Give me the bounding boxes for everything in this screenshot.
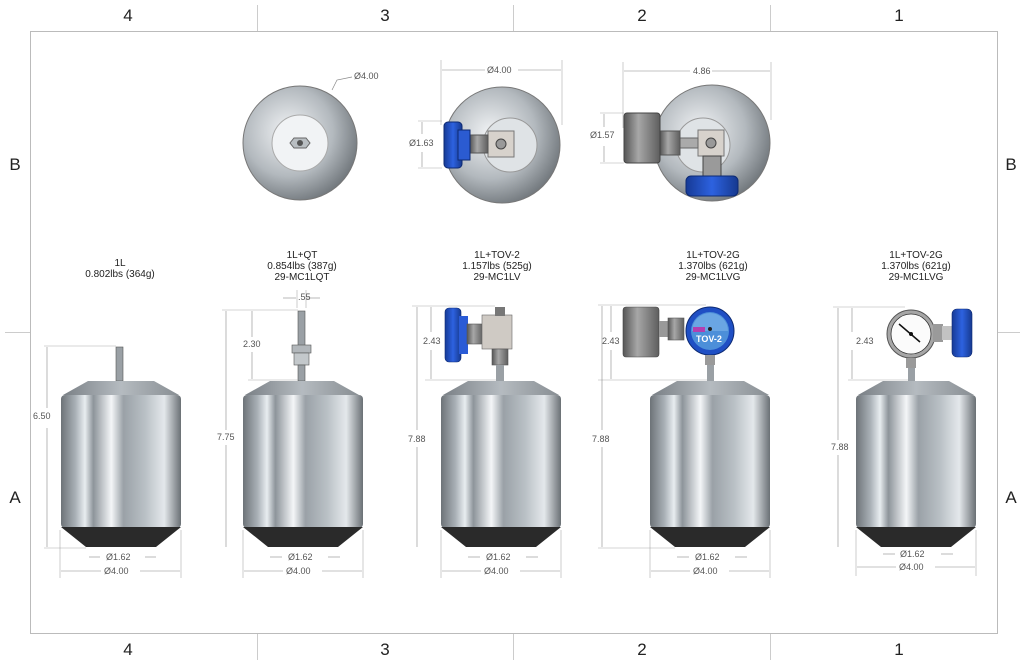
row-zone-a-right: A: [1005, 488, 1017, 507]
variant-weight: 1.370lbs (621g): [678, 261, 748, 272]
cylinder-1l-tov2g-gauge: [833, 306, 977, 576]
zone-divider: [513, 5, 514, 31]
zone-divider: [770, 5, 771, 31]
column-zone-3-bottom: 3: [380, 640, 390, 659]
zone-divider: [257, 5, 258, 31]
top-tov2g-gauge-diameter: Ø1.57: [590, 130, 615, 140]
cylinder-1l-tov2g: [598, 304, 771, 578]
tov2-dial-label: TOV-2: [696, 334, 722, 344]
column-zone-2-top: 2: [637, 6, 647, 25]
v2-body-diameter: Ø4.00: [286, 566, 311, 576]
variant-1l-tov2g-gauge-title: 1L+TOV-2G 1.370lbs (621g) 29-MC1LVG: [836, 250, 996, 283]
v3-body-diameter: Ø4.00: [484, 566, 509, 576]
variant-1l-qt-title: 1L+QT 0.854lbs (387g) 29-MC1LQT: [222, 250, 382, 283]
v5-height: 7.88: [831, 442, 849, 452]
variant-name: 1L+TOV-2G: [686, 250, 740, 261]
variant-part-number: 29-MC1LVG: [888, 272, 944, 283]
zone-divider: [5, 332, 30, 333]
v3-top-height: 2.43: [423, 336, 441, 346]
column-zone-4-bottom: 4: [123, 640, 133, 659]
variant-part-number: 29-MC1LVG: [685, 272, 741, 283]
variant-name: 1L+TOV-2: [474, 250, 520, 261]
top-qt-diameter: Ø4.00: [354, 71, 379, 81]
v3-base-diameter: Ø1.62: [486, 552, 511, 562]
v4-top-height: 2.43: [602, 336, 620, 346]
variant-weight: 1.370lbs (621g): [881, 261, 951, 272]
variant-part-number: 29-MC1LV: [473, 272, 521, 283]
variant-weight: 0.802lbs (364g): [85, 269, 155, 280]
v5-top-height: 2.43: [856, 336, 874, 346]
v4-base-diameter: Ø1.62: [695, 552, 720, 562]
column-zone-4-top: 4: [123, 6, 133, 25]
row-zone-b-right: B: [1005, 155, 1017, 174]
v5-body-diameter: Ø4.00: [899, 562, 924, 572]
variant-weight: 0.854lbs (387g): [267, 261, 337, 272]
row-zone-b-left: B: [9, 155, 21, 174]
top-tov2-valve-diameter: Ø1.63: [409, 138, 434, 148]
variant-name: 1L+TOV-2G: [889, 250, 943, 261]
cylinder-1l-qt: [222, 290, 364, 578]
variant-name: 1L+QT: [286, 250, 318, 261]
v5-base-diameter: Ø1.62: [900, 549, 925, 559]
v2-base-diameter: Ø1.62: [288, 552, 313, 562]
zone-divider: [998, 332, 1020, 333]
v1-height: 6.50: [33, 411, 51, 421]
v2-height: 7.75: [217, 432, 235, 442]
top-tov2-diameter: Ø4.00: [487, 65, 512, 75]
variant-name: 1L: [114, 258, 126, 269]
cylinder-1l: [44, 345, 182, 578]
v4-height: 7.88: [592, 434, 610, 444]
zone-divider: [770, 634, 771, 660]
cylinder-1l-tov2: [412, 305, 562, 578]
v1-body-diameter: Ø4.00: [104, 566, 129, 576]
variant-part-number: 29-MC1LQT: [274, 272, 330, 283]
v2-top-width: .55: [298, 292, 311, 302]
variant-weight: 1.157lbs (525g): [462, 261, 532, 272]
v1-base-diameter: Ø1.62: [106, 552, 131, 562]
v4-body-diameter: Ø4.00: [693, 566, 718, 576]
column-zone-3-top: 3: [380, 6, 390, 25]
zone-divider: [257, 634, 258, 660]
drawing-frame: [30, 31, 998, 634]
column-zone-2-bottom: 2: [637, 640, 647, 659]
v3-height: 7.88: [408, 434, 426, 444]
variant-1l-tov2g-title: 1L+TOV-2G 1.370lbs (621g) 29-MC1LVG: [633, 250, 793, 283]
top-tov2g-width: 4.86: [693, 66, 711, 76]
column-zone-1-bottom: 1: [894, 640, 904, 659]
variant-1l-tov2-title: 1L+TOV-2 1.157lbs (525g) 29-MC1LV: [417, 250, 577, 283]
v2-top-height: 2.30: [243, 339, 261, 349]
zone-divider: [513, 634, 514, 660]
row-zone-a-left: A: [9, 488, 21, 507]
column-zone-1-top: 1: [894, 6, 904, 25]
variant-1l-title: 1L 0.802lbs (364g): [40, 258, 200, 280]
